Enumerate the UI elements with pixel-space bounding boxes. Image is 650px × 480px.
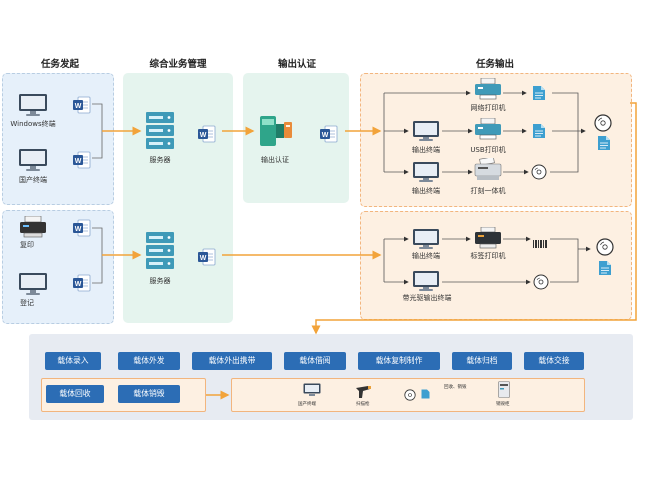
title-business: 综合业务管理 xyxy=(149,59,207,70)
document-icon xyxy=(598,260,612,276)
recycle-note-label: 回收、销毁 xyxy=(444,385,467,390)
label-printer-icon xyxy=(474,226,502,249)
recycle-domestic-terminal-label: 国产终端 xyxy=(298,402,316,407)
title-auth: 输出认证 xyxy=(277,59,316,70)
document-icon xyxy=(532,85,546,101)
output-terminal-label: 输出终端 xyxy=(412,187,440,195)
carrier-entry-button[interactable]: 载体录入 xyxy=(45,352,101,370)
server-label: 服务器 xyxy=(149,156,171,164)
document-icon xyxy=(597,135,611,151)
business-panel xyxy=(123,73,233,323)
carrier-copy-button[interactable]: 载体复制制作 xyxy=(358,352,440,370)
burner-printer-icon xyxy=(474,156,502,182)
windows-terminal-label: Windows终端 xyxy=(10,120,56,128)
carrier-borrow-button[interactable]: 载体借阅 xyxy=(284,352,346,370)
svg-text:W: W xyxy=(75,281,82,288)
monitor-icon xyxy=(303,382,321,396)
register-label: 登记 xyxy=(20,299,34,307)
printer-icon xyxy=(474,117,502,140)
output-terminal-label: 输出终端 xyxy=(412,146,440,154)
monitor-icon xyxy=(18,272,48,296)
label-printer-label: 标签打印机 xyxy=(470,252,506,260)
title-initiation: 任务发起 xyxy=(40,59,79,70)
title-output: 任务输出 xyxy=(475,59,514,70)
domestic-terminal-label: 国产终端 xyxy=(19,176,47,184)
monitor-icon xyxy=(412,161,440,183)
destroy-cabinet-icon xyxy=(498,381,510,398)
destroy-cabinet-label: 销毁柜 xyxy=(496,402,510,407)
document-icon xyxy=(532,123,546,139)
disc-icon xyxy=(594,114,612,132)
monitor-icon xyxy=(412,270,440,292)
svg-text:W: W xyxy=(200,132,207,139)
monitor-icon xyxy=(18,93,48,117)
scanner-gun-icon xyxy=(355,384,373,398)
server-icon xyxy=(144,112,176,152)
output-panel-bottom xyxy=(360,211,632,320)
burn-printer-label: 打刻一体机 xyxy=(470,187,506,195)
copier-icon xyxy=(19,215,47,238)
carrier-recycle-button[interactable]: 载体回收 xyxy=(46,385,104,403)
monitor-icon xyxy=(18,148,48,172)
svg-text:W: W xyxy=(322,132,329,139)
output-terminal-label: 输出终端 xyxy=(412,252,440,260)
disc-icon xyxy=(533,274,549,290)
disc-icon xyxy=(596,238,614,256)
auth-device-icon xyxy=(258,114,298,148)
initiation-panel-top xyxy=(2,73,114,205)
word-doc-icon: W xyxy=(73,274,91,292)
word-doc-icon: W xyxy=(73,151,91,169)
carrier-carry-out-button[interactable]: 载体外出携带 xyxy=(192,352,272,370)
server-label: 服务器 xyxy=(149,277,171,285)
carrier-handover-button[interactable]: 载体交接 xyxy=(524,352,584,370)
monitor-icon xyxy=(412,120,440,142)
auth-label: 输出认证 xyxy=(261,156,289,164)
disc-icon xyxy=(404,386,416,401)
svg-text:W: W xyxy=(200,255,207,262)
barcode-label-icon xyxy=(533,234,547,248)
word-doc-icon: W xyxy=(73,219,91,237)
scanner-label: 扫描枪 xyxy=(356,402,370,407)
word-doc-icon: W xyxy=(198,125,216,143)
svg-text:W: W xyxy=(75,158,82,165)
copy-label: 复印 xyxy=(20,241,34,249)
word-doc-icon: W xyxy=(320,125,338,143)
network-printer-label: 网络打印机 xyxy=(470,104,506,112)
disc-output-terminal-label: 带光驱输出终端 xyxy=(402,294,452,302)
word-doc-icon: W xyxy=(73,96,91,114)
svg-text:W: W xyxy=(75,103,82,110)
document-icon xyxy=(421,384,430,399)
usb-printer-label: USB打印机 xyxy=(470,146,506,154)
printer-icon xyxy=(474,77,502,100)
server-icon xyxy=(144,232,176,272)
carrier-send-button[interactable]: 载体外发 xyxy=(118,352,180,370)
carrier-destroy-button[interactable]: 载体销毁 xyxy=(118,385,180,403)
monitor-icon xyxy=(412,228,440,250)
word-doc-icon: W xyxy=(198,248,216,266)
svg-text:W: W xyxy=(75,226,82,233)
disc-icon xyxy=(531,164,547,180)
carrier-archive-button[interactable]: 载体归档 xyxy=(452,352,512,370)
